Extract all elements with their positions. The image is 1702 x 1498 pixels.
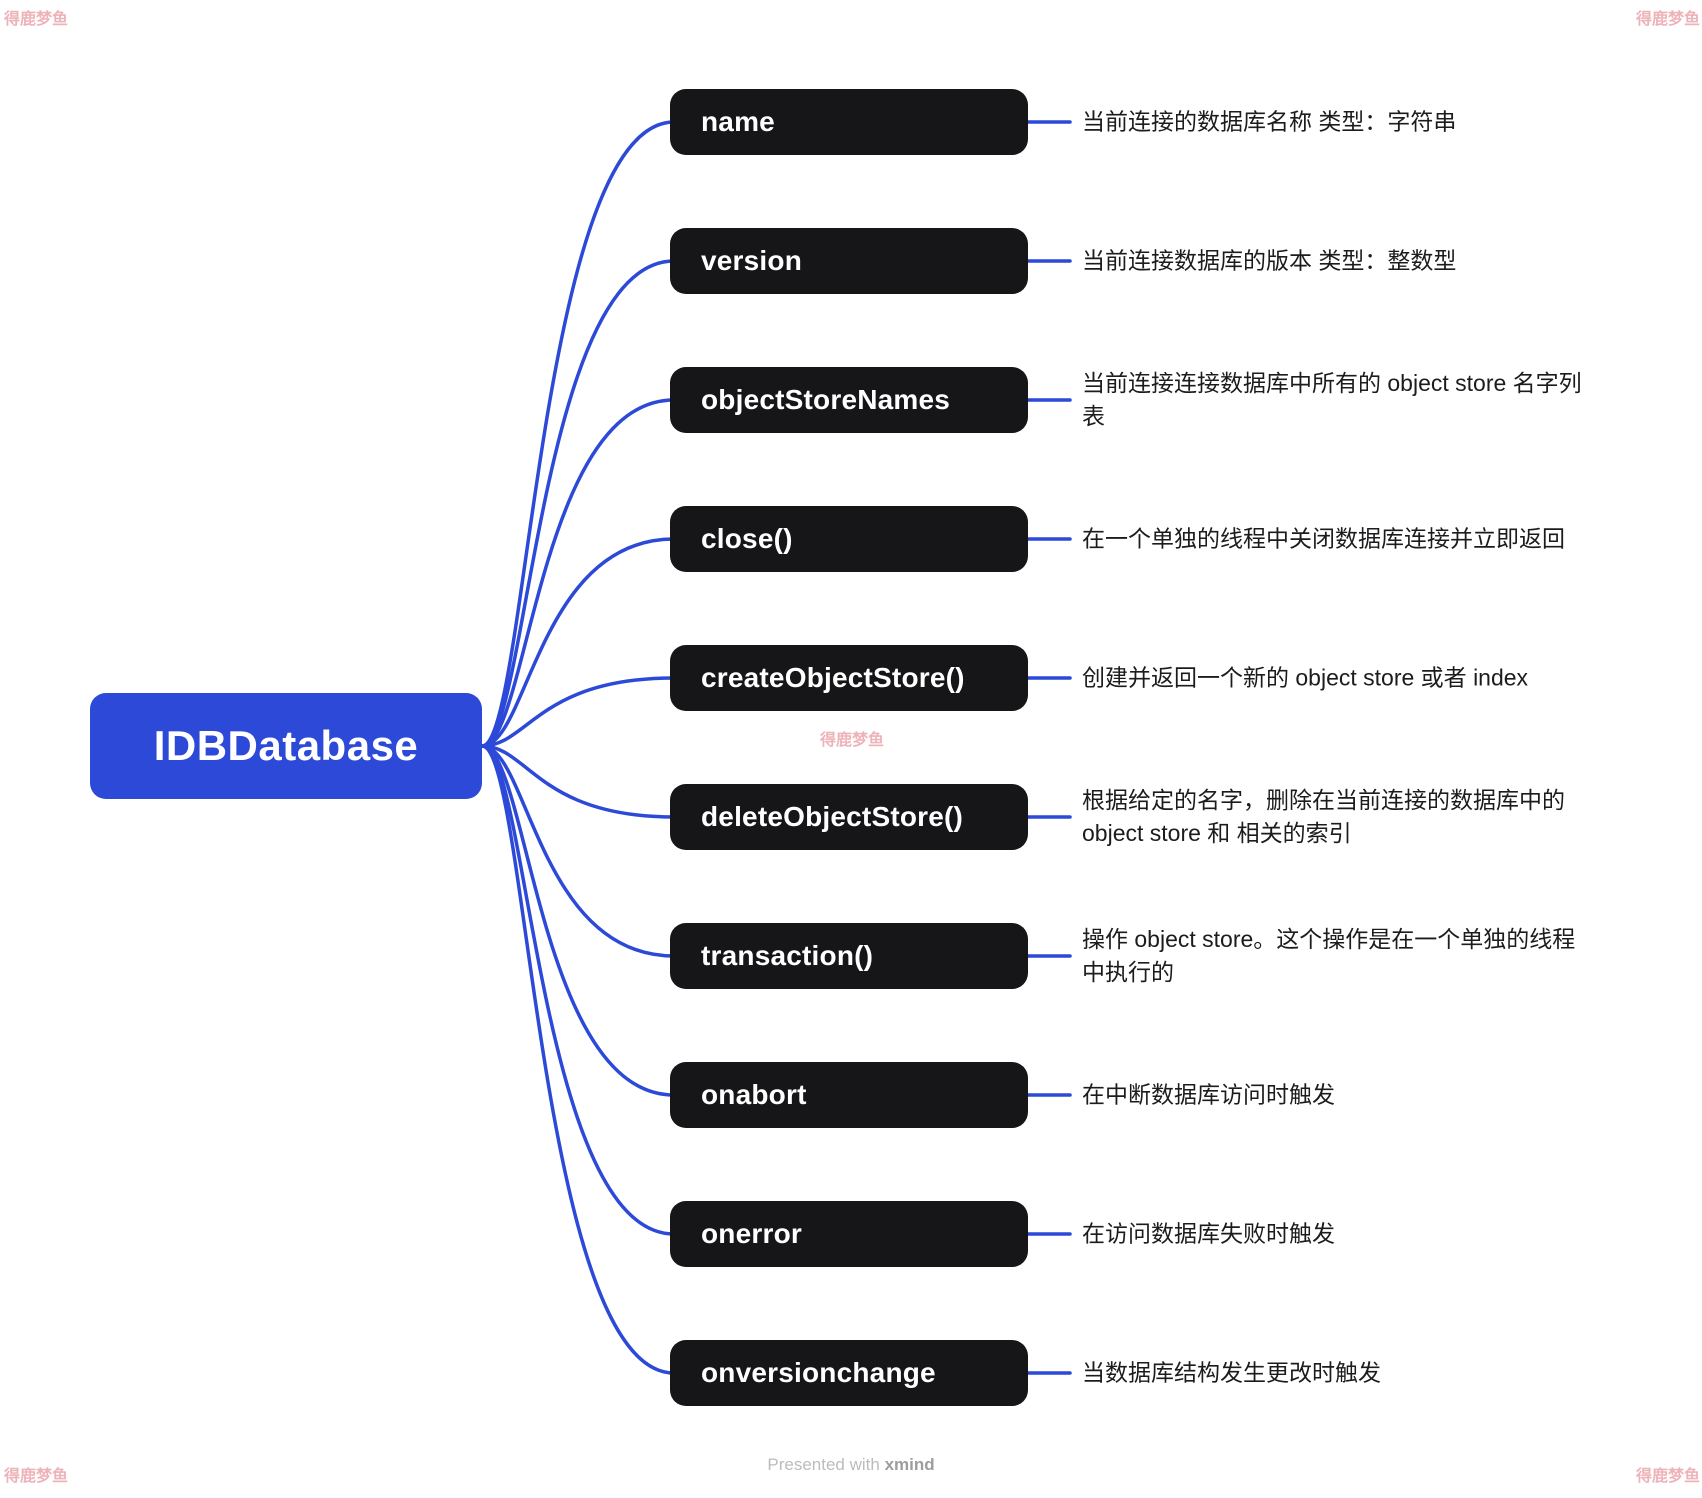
topic-label: onabort (701, 1079, 807, 1110)
topic-label: onversionchange (701, 1357, 936, 1388)
topic-note-version: 当前连接数据库的版本 类型：整数型 (1082, 247, 1457, 274)
connector-line (480, 537, 676, 748)
topic-label: name (701, 106, 775, 137)
topic-close[interactable]: close() (670, 506, 1028, 572)
connector-line (480, 259, 676, 748)
topic-label: deleteObjectStore() (701, 801, 964, 832)
topic-note-name: 当前连接的数据库名称 类型：字符串 (1082, 108, 1457, 135)
topic-label: createObjectStore() (701, 662, 965, 693)
connector-line (480, 744, 676, 819)
connector-line (480, 744, 676, 958)
topic-version[interactable]: version (670, 228, 1028, 294)
connector-line (480, 676, 676, 748)
topic-label: close() (701, 523, 793, 554)
connector-line (480, 398, 676, 748)
connector-line (480, 744, 676, 1097)
topic-note-createobjectstore: 创建并返回一个新的 object store 或者 index (1082, 664, 1529, 691)
footer-presented-text: Presented with (767, 1455, 885, 1474)
footer-credit: Presented with xmind (0, 1455, 1702, 1475)
topic-note-close: 在一个单独的线程中关闭数据库连接并立即返回 (1082, 525, 1565, 552)
topic-deleteobjectstore[interactable]: deleteObjectStore() (670, 784, 1028, 850)
topic-label: objectStoreNames (701, 384, 951, 415)
topic-onerror[interactable]: onerror (670, 1201, 1028, 1267)
topic-note-onversionchange: 当数据库结构发生更改时触发 (1082, 1359, 1381, 1386)
topic-note-deleteobjectstore: 根据给定的名字，删除在当前连接的数据库中的 object store 和 相关的… (1082, 787, 1565, 846)
root-topic-label: IDBDatabase (153, 722, 419, 769)
connector-line (480, 120, 676, 748)
topic-objectstorenames[interactable]: objectStoreNames (670, 367, 1028, 433)
topic-onversionchange[interactable]: onversionchange (670, 1340, 1028, 1406)
topic-note-objectstorenames: 当前连接连接数据库中所有的 object store 名字列表 (1082, 370, 1582, 429)
topic-onabort[interactable]: onabort (670, 1062, 1028, 1128)
topic-label: onerror (701, 1218, 802, 1249)
topic-createobjectstore[interactable]: createObjectStore() (670, 645, 1028, 711)
topic-note-onerror: 在访问数据库失败时触发 (1082, 1220, 1335, 1247)
topic-note-transaction: 操作 object store。这个操作是在一个单独的线程中执行的 (1082, 926, 1576, 985)
topic-transaction[interactable]: transaction() (670, 923, 1028, 989)
topic-label: transaction() (701, 940, 874, 971)
footer-xmind-brand: xmind (884, 1455, 935, 1474)
topic-label: version (701, 245, 802, 276)
topic-name[interactable]: name (670, 89, 1028, 155)
connector-line (480, 744, 676, 1236)
connector-line (480, 744, 676, 1375)
root-topic-idbdatabase[interactable]: IDBDatabase (90, 693, 482, 799)
topic-note-onabort: 在中断数据库访问时触发 (1082, 1081, 1335, 1108)
